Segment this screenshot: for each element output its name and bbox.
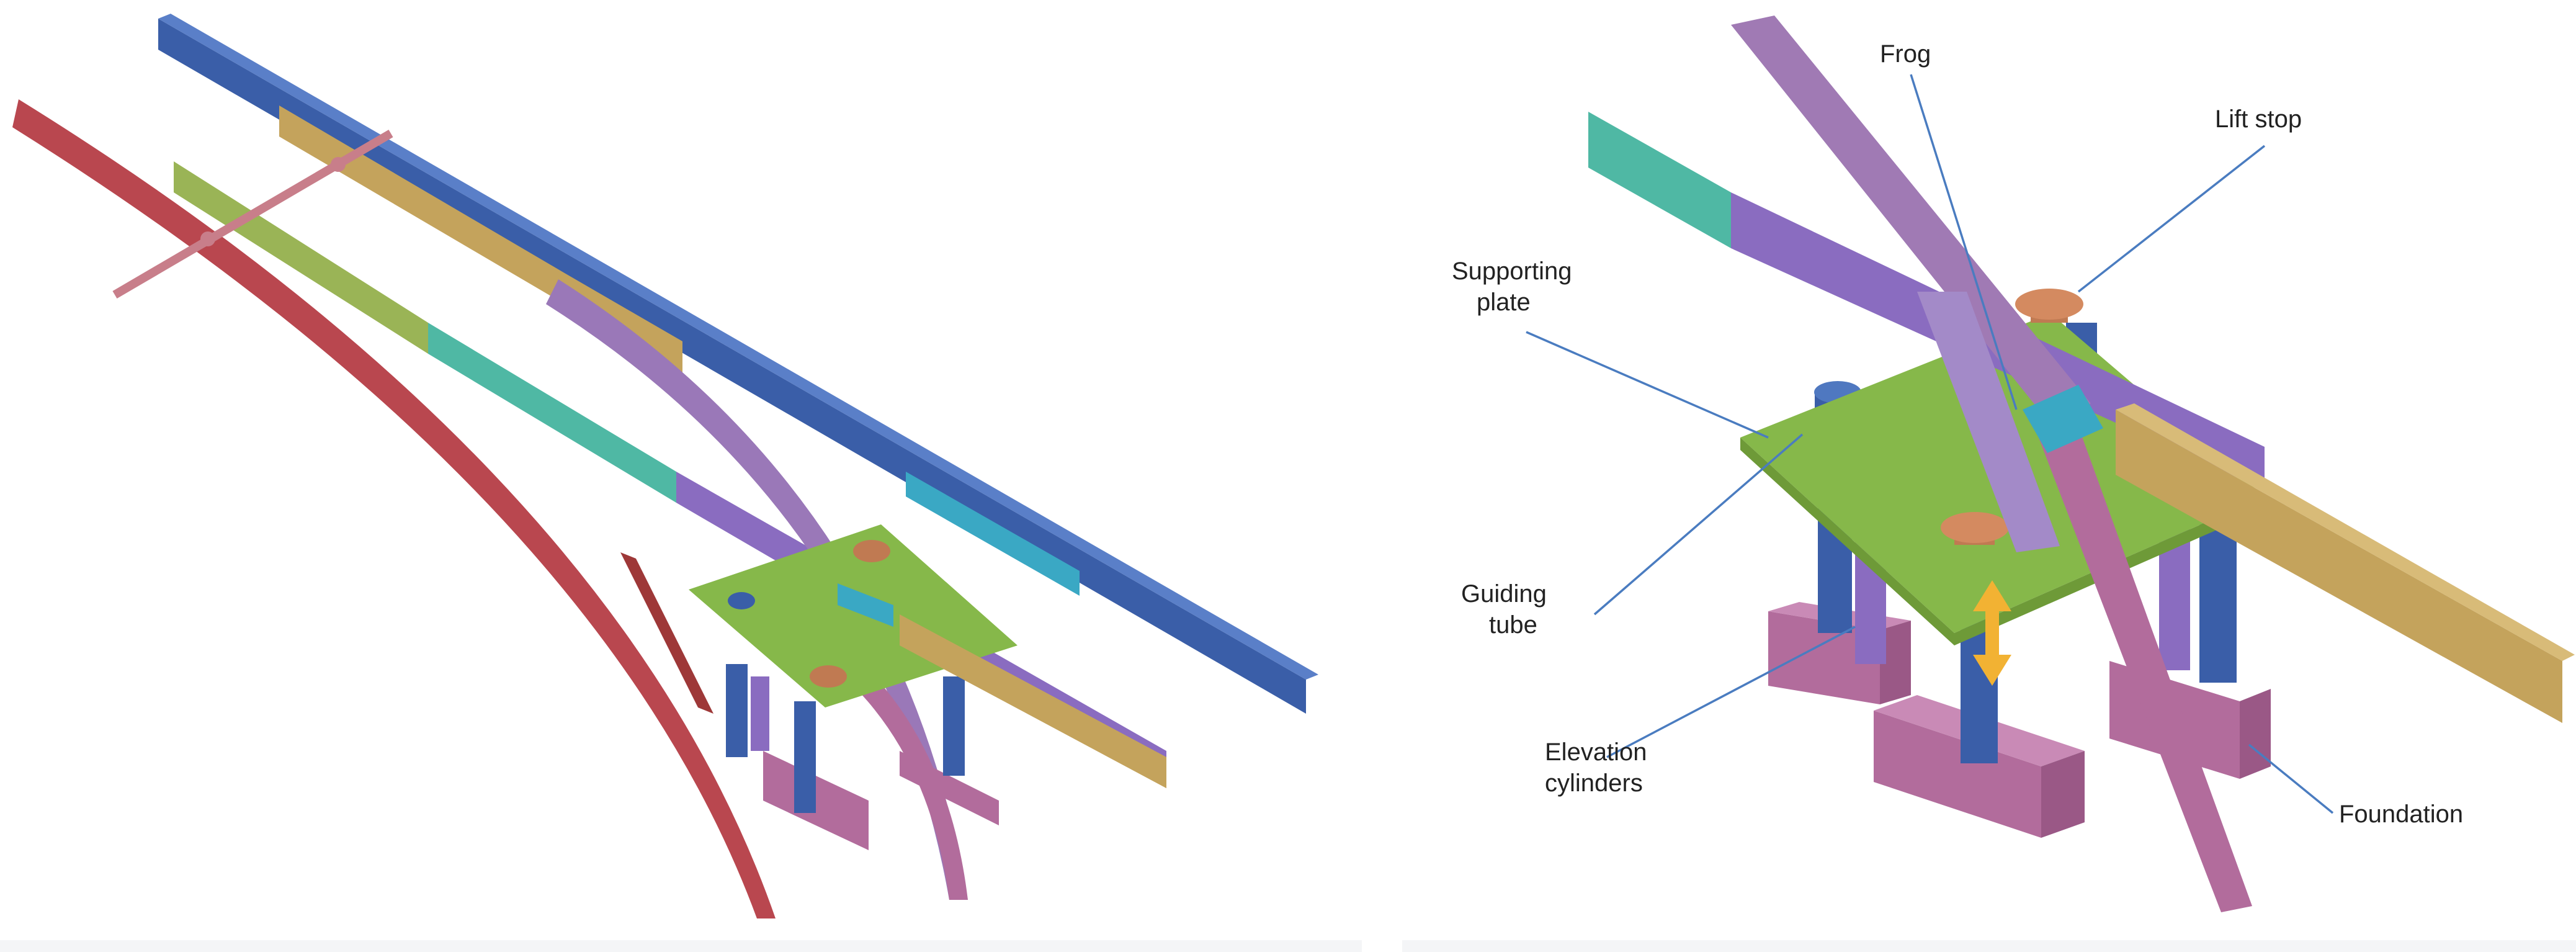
labels: Frog Lift stop Supporting plate Guiding … [1452, 40, 2463, 828]
leader-supporting-plate [1526, 331, 1769, 439]
red-curved-rail [12, 99, 776, 918]
leader-lines [1526, 74, 2334, 814]
cyan-inner-block [2023, 385, 2103, 453]
leader-elevation-cylinders [1606, 626, 1856, 758]
label-supporting-plate-line1: Supporting [1452, 258, 1572, 285]
label-elevation-cylinders-line2: cylinders [1545, 770, 1643, 797]
teal-rail-segment [1588, 112, 1731, 248]
right-panel-closeup: Frog Lift stop Supporting plate Guiding … [1452, 16, 2575, 912]
diagonal-frog-rail [1731, 16, 2091, 428]
label-guiding-tube-line2: tube [1489, 611, 1537, 639]
bottom-strip-right [1402, 940, 2576, 952]
leader-frog [1910, 74, 2018, 410]
straight-rail [279, 106, 1166, 788]
left-panel-overview [12, 14, 1318, 918]
lift-stops [1941, 289, 2083, 545]
leader-lift-stop [2077, 145, 2266, 293]
pink-lower-rail [2035, 410, 2252, 912]
elevation-arrow [1973, 580, 2011, 686]
cyan-block [906, 472, 1080, 596]
tan-rail [2116, 403, 2575, 723]
red-guard-rail [620, 552, 713, 714]
green-rail-section [174, 161, 428, 354]
frog [1917, 292, 2060, 552]
label-frog: Frog [1880, 40, 1931, 68]
bottom-strip-left [0, 940, 1362, 952]
label-foundation: Foundation [2339, 801, 2463, 828]
connecting-rod [112, 129, 393, 299]
leader-foundation [2248, 743, 2334, 814]
label-supporting-plate-line2: plate [1477, 289, 1531, 316]
label-guiding-tube-line1: Guiding [1461, 580, 1547, 608]
tan-rail-end [900, 614, 1166, 788]
small-supporting-assembly [689, 524, 1017, 850]
leader-guiding-tube [1593, 433, 1804, 616]
label-lift-stop: Lift stop [2215, 106, 2302, 133]
label-elevation-cylinders-line1: Elevation [1545, 739, 1647, 766]
